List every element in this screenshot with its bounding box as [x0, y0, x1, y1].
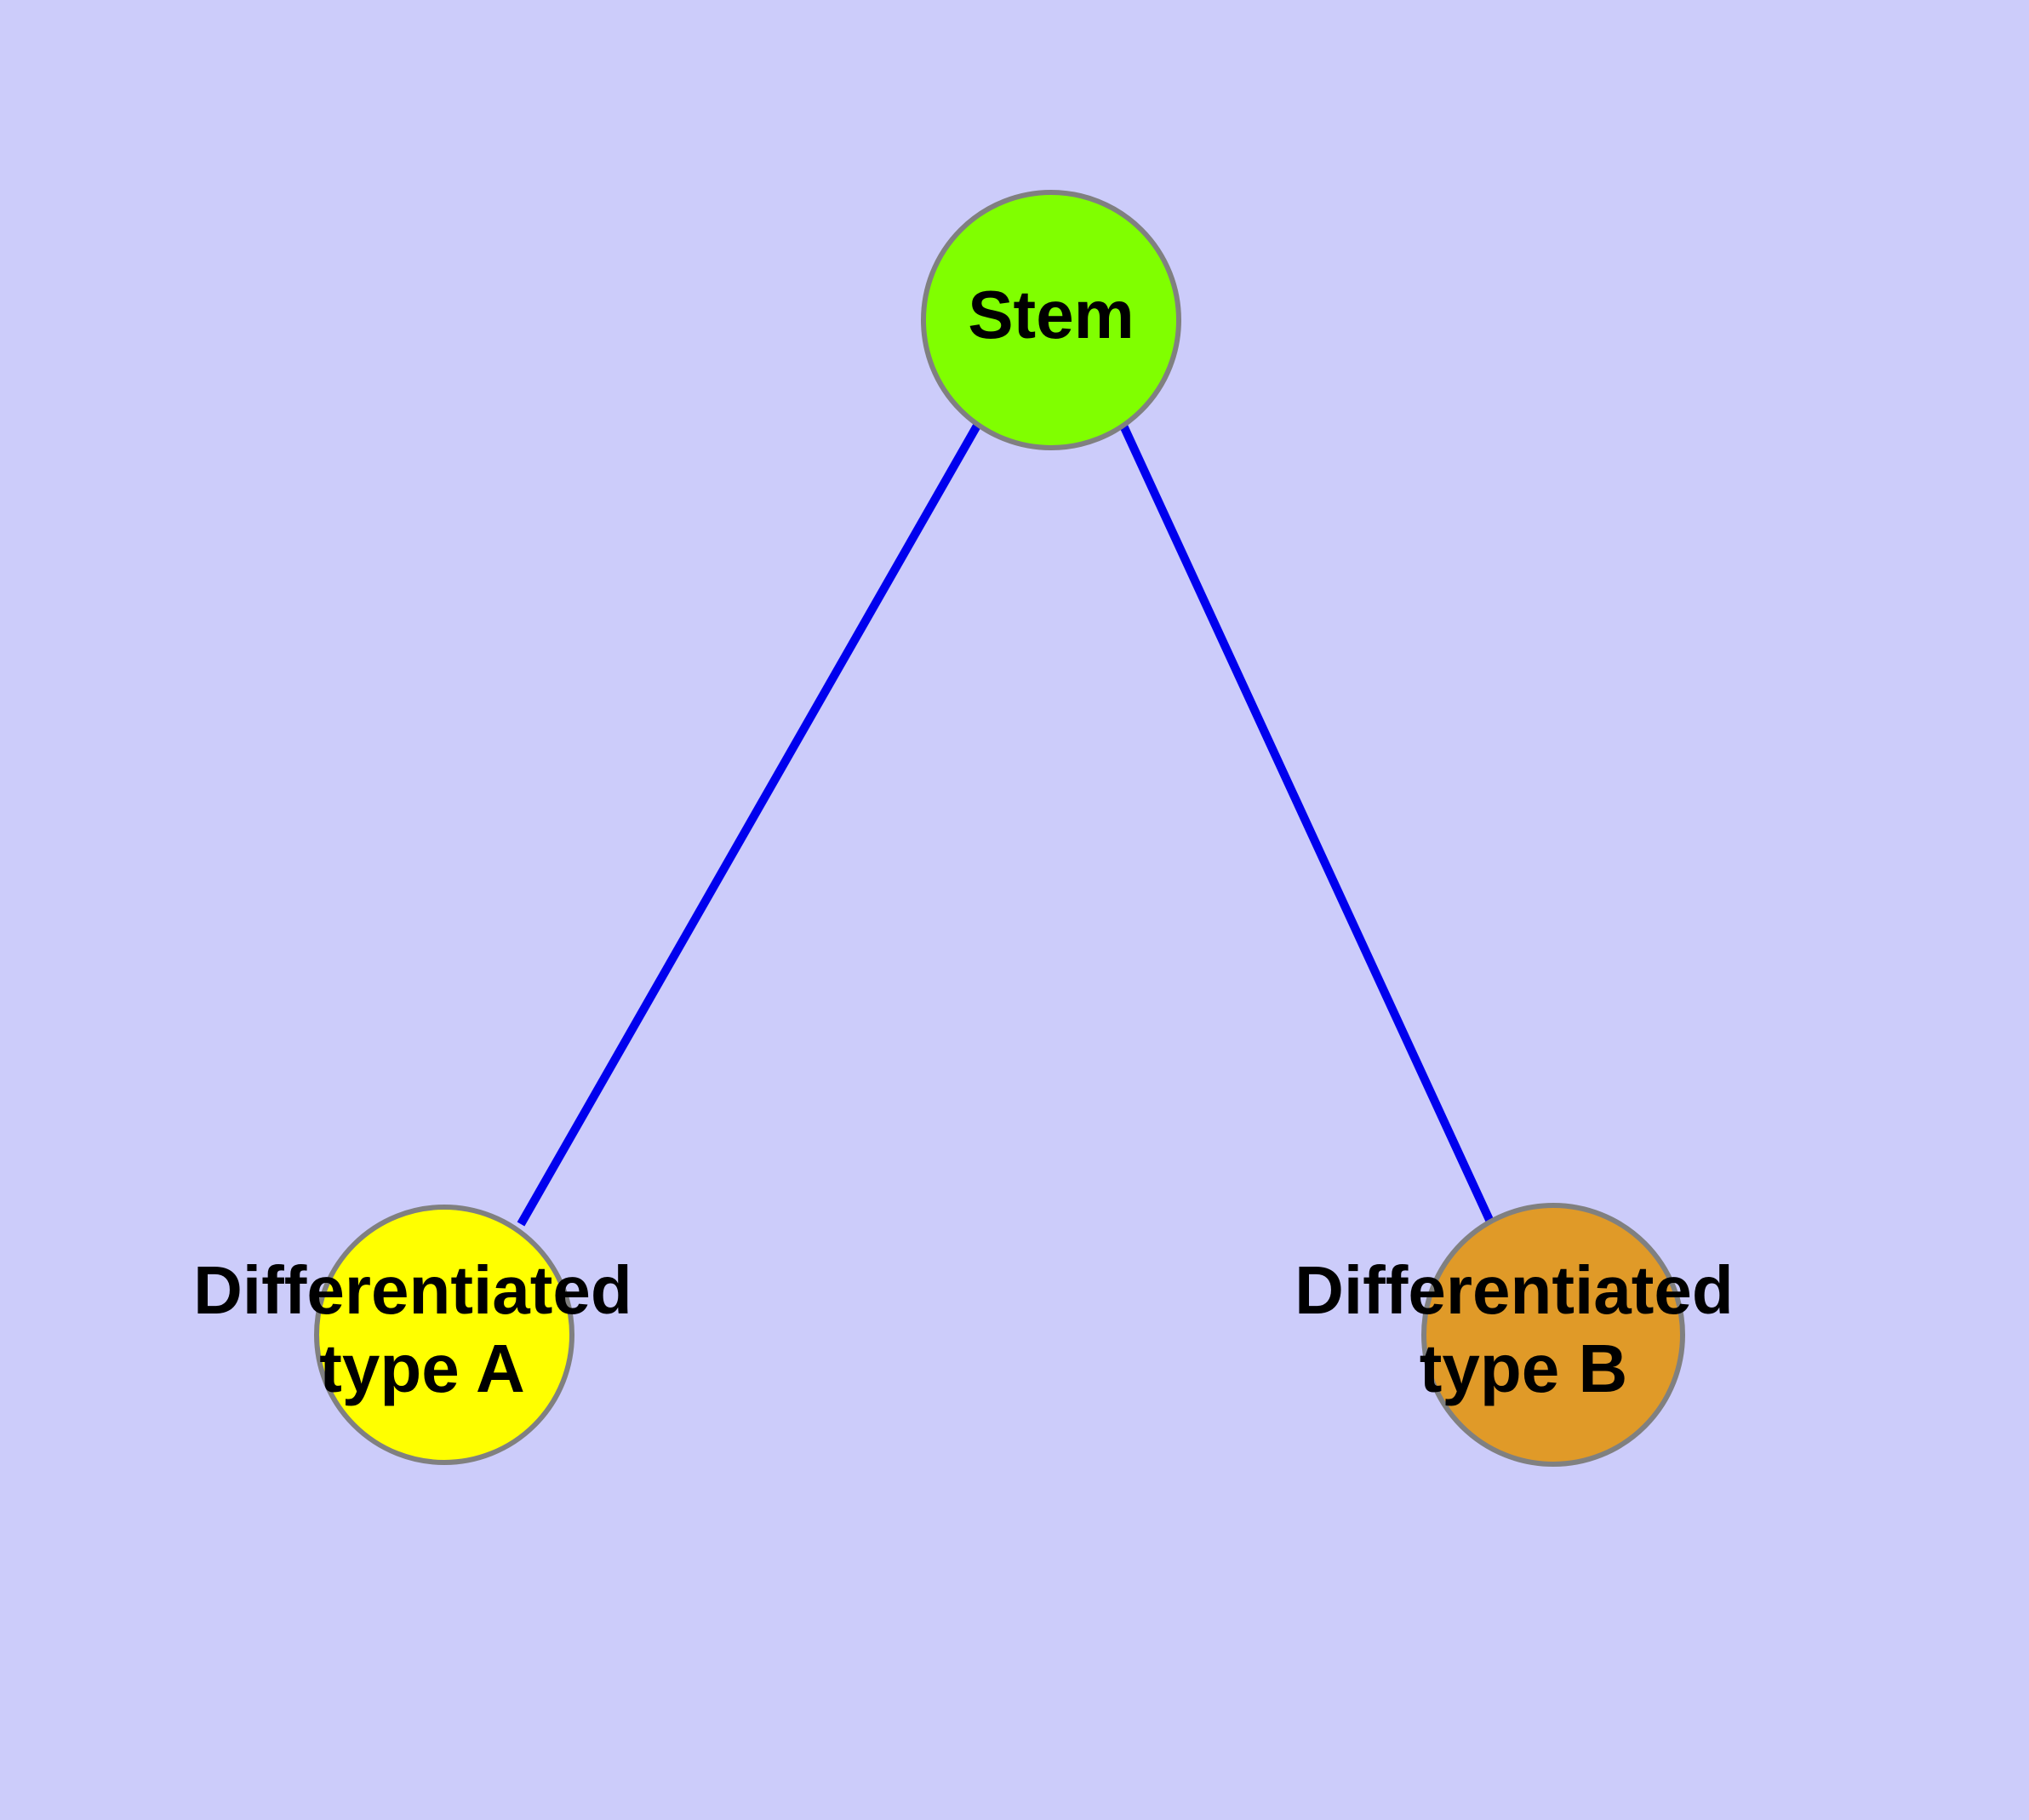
node-label-stem-line-1: Stem	[968, 277, 1135, 352]
node-circle-stem[interactable]	[921, 190, 1181, 450]
node-label-type-a: Differentiated type A	[193, 1252, 651, 1406]
node-label-type-b-line-2: type B	[1420, 1331, 1628, 1406]
node-label-type-a-line-1: Differentiated	[193, 1252, 632, 1328]
node-differentiated-type-b[interactable]	[1421, 1203, 1685, 1467]
node-label-type-b-line-1: Differentiated	[1295, 1252, 1734, 1328]
node-stem[interactable]	[921, 190, 1181, 450]
label-layer: Stem Differentiated type A Differentiate…	[193, 277, 1752, 1406]
node-differentiated-type-a[interactable]	[314, 1205, 574, 1465]
node-label-type-b: Differentiated type B	[1295, 1252, 1752, 1406]
edge-stem-to-type-a[interactable]	[517, 423, 981, 1227]
node-circle-type-b[interactable]	[1421, 1203, 1685, 1467]
edge-layer	[517, 423, 1494, 1227]
node-label-type-a-line-2: type A	[319, 1331, 525, 1406]
node-label-stem: Stem	[968, 277, 1135, 352]
node-circle-type-a[interactable]	[314, 1205, 574, 1465]
edge-stem-to-type-b[interactable]	[1119, 423, 1494, 1222]
